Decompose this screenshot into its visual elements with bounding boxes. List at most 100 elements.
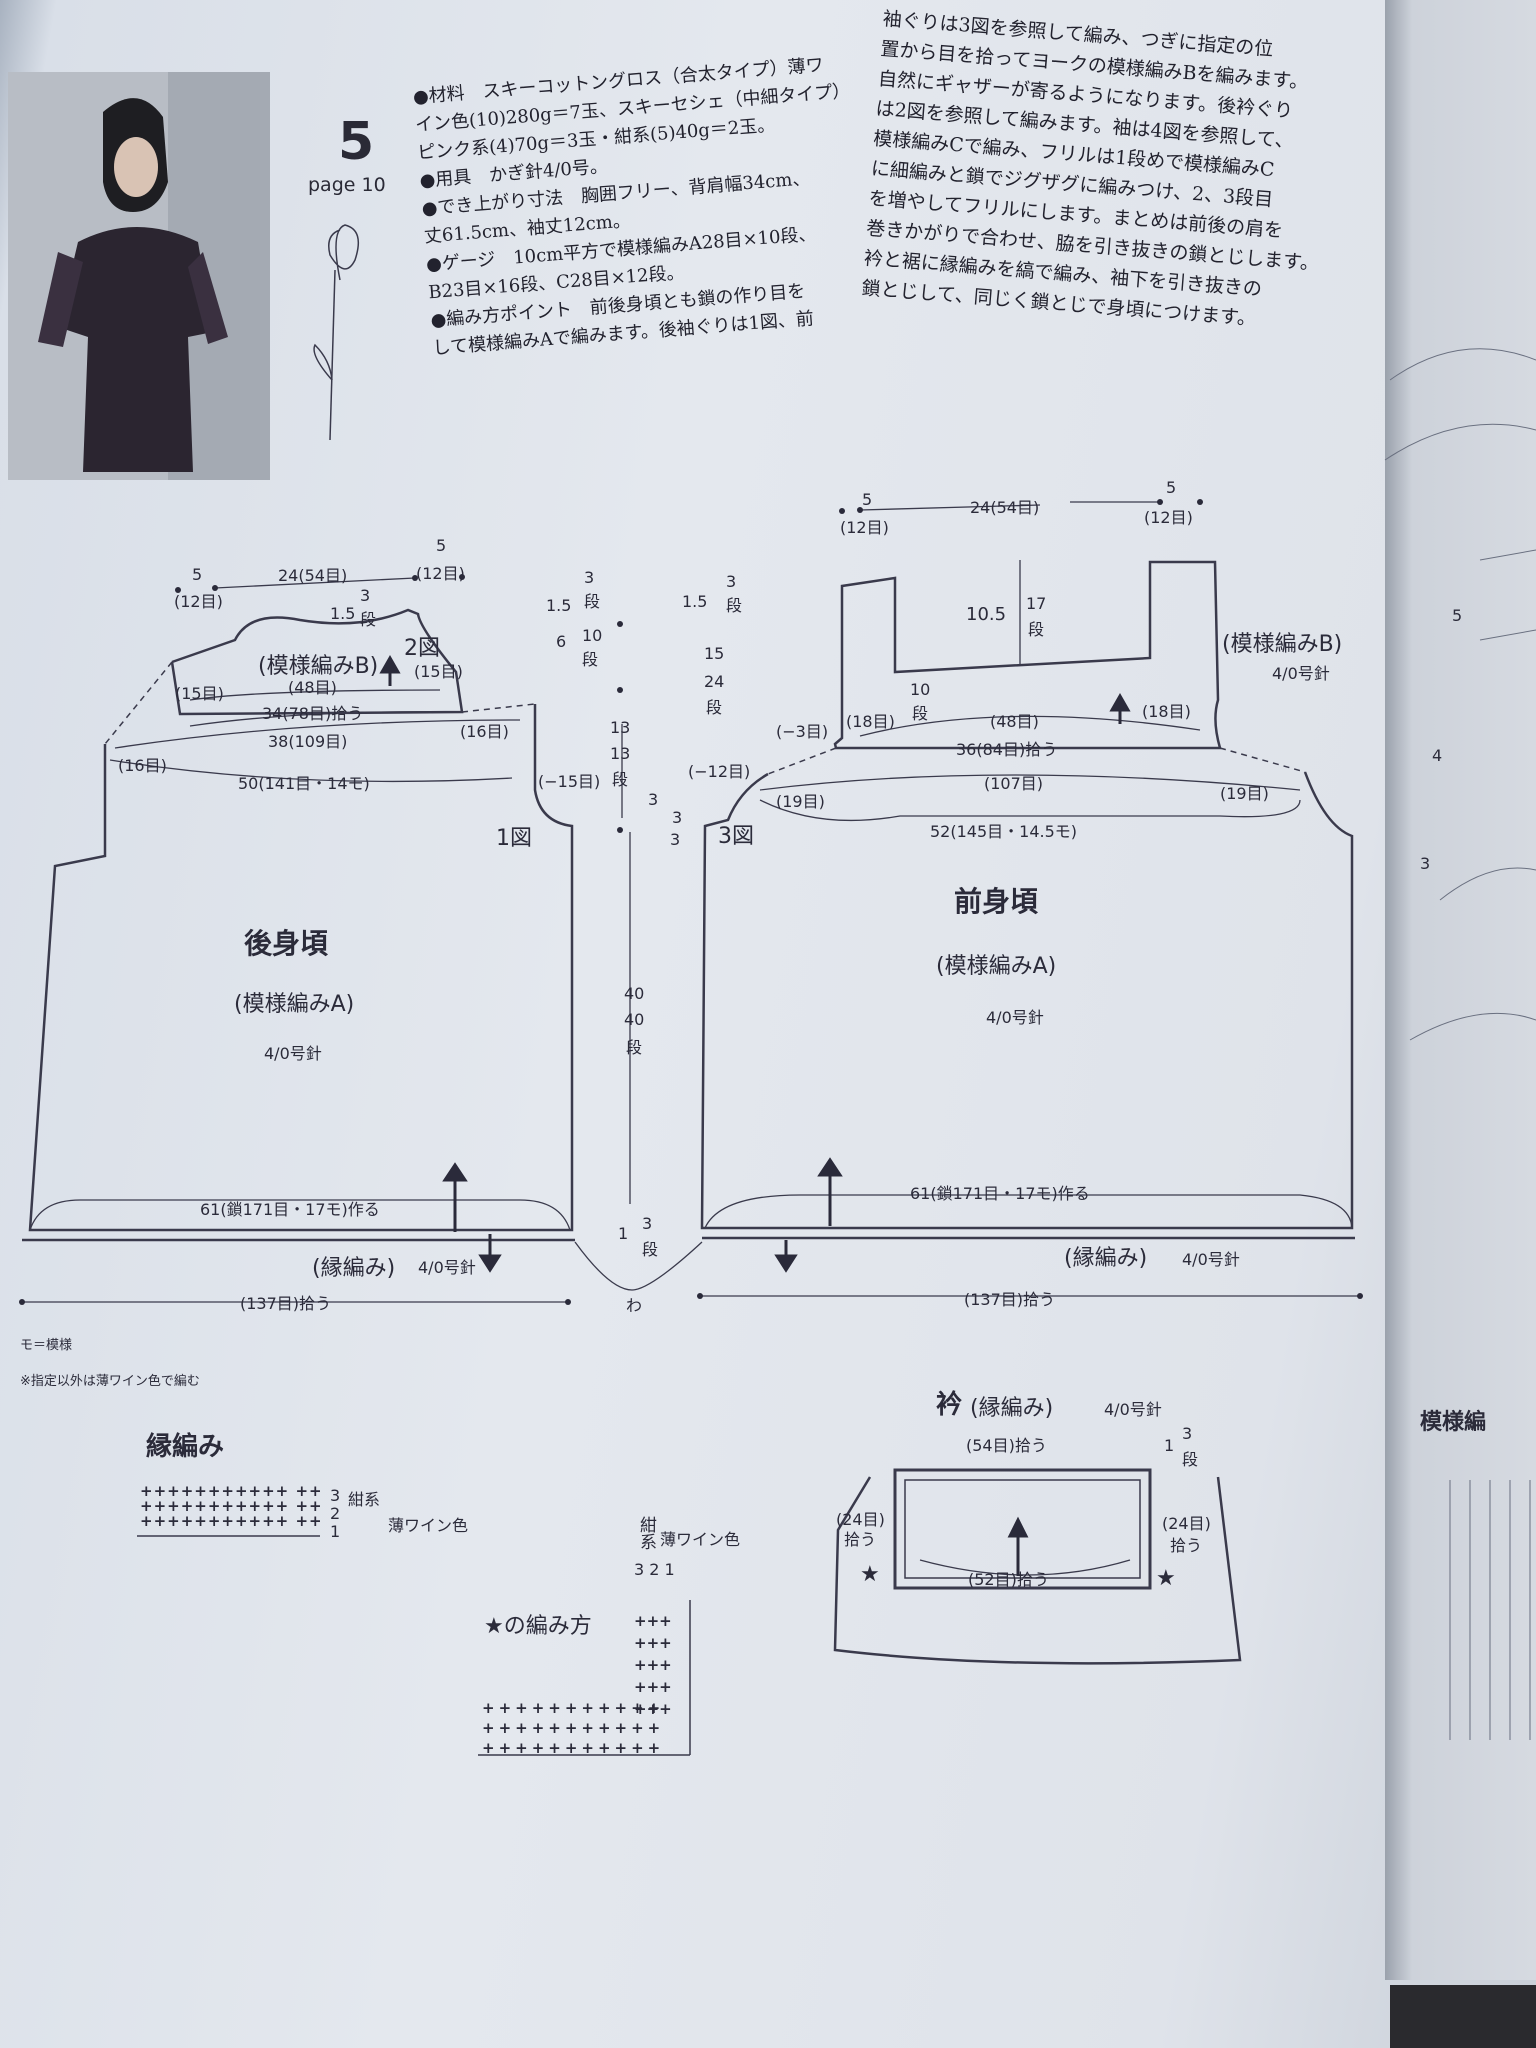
star-wine: 薄ワイン色 — [660, 1530, 741, 1549]
page-shadow — [1390, 1985, 1536, 2048]
back-fig1: 1図 — [496, 826, 532, 851]
back-minus15: (−15目) — [538, 772, 601, 791]
edge-row3: 3 — [330, 1486, 341, 1505]
front-yoke-needle: 4/0号針 — [1272, 664, 1330, 683]
star-row-symbols: +++++++++++++++++++++++++++++++++ — [482, 1699, 665, 1757]
center-wa: わ — [626, 1296, 643, 1315]
front-19l: (19目) — [776, 792, 825, 811]
back-137: (137目)拾う — [240, 1294, 332, 1313]
collar-right2: 拾う — [1170, 1536, 1203, 1555]
front-dan: 段 — [1028, 620, 1045, 639]
center-b3: 3 — [726, 572, 737, 591]
center-b3c: 3 — [670, 830, 681, 849]
front-dan: 段 — [912, 704, 929, 723]
edge-row2: 2 — [330, 1504, 341, 1523]
right-page-label: 模様編 — [1420, 1410, 1487, 1435]
center-3b: 3 — [648, 790, 659, 809]
front-yoke-pattern: (模様編みB) — [1222, 632, 1343, 657]
front-52: 52(145目・14.5モ) — [930, 822, 1078, 841]
collar-r3: 3 — [1182, 1424, 1193, 1443]
center-dan: 段 — [612, 770, 629, 789]
back-border-needle: 4/0号針 — [418, 1258, 476, 1277]
center-13b: 13 — [610, 744, 631, 763]
edge-wine: 薄ワイン色 — [388, 1516, 469, 1535]
star-navy: 紺系 — [636, 1516, 656, 1550]
edge-stitch-symbols: +++++++++++ ++ +++++++++++ ++ ++++++++++… — [140, 1482, 323, 1530]
center-40: 40 — [624, 984, 645, 1003]
star-title: ★の編み方 — [484, 1614, 592, 1639]
center-10: 10 — [582, 626, 603, 645]
collar-pattern: (縁編み) — [970, 1396, 1054, 1421]
front-title: 前身頃 — [954, 885, 1039, 918]
collar-r1: 1 — [1164, 1436, 1175, 1455]
center-13: 13 — [610, 718, 631, 737]
center-6: 6 — [556, 632, 567, 651]
collar-needle: 4/0号針 — [1104, 1400, 1162, 1419]
model-photo — [8, 72, 270, 480]
collar-left2: 拾う — [844, 1530, 877, 1549]
front-top-24: 24(54目) — [970, 498, 1040, 517]
center-dan: 段 — [642, 1240, 659, 1259]
back-fig2: 2図 — [404, 636, 440, 661]
back-top-12a: (12目) — [174, 592, 223, 611]
back-top-24: 24(54目) — [278, 566, 348, 585]
front-top-5a: 5 — [862, 490, 873, 509]
front-107: (107目) — [984, 774, 1044, 793]
right-page-3: 3 — [1420, 854, 1431, 873]
back-48: (48目) — [288, 678, 337, 697]
back-50: 50(141目・14モ) — [238, 774, 370, 793]
collar-dan: 段 — [1182, 1450, 1199, 1469]
back-15l: (15目) — [175, 684, 224, 703]
back-top-5a: 5 — [192, 565, 203, 584]
center-b24: 24 — [704, 672, 725, 691]
back-border: (縁編み) — [312, 1256, 396, 1281]
page-reference: page 10 — [308, 174, 386, 196]
front-137: (137目)拾う — [964, 1290, 1056, 1309]
right-page-4: 4 — [1432, 746, 1443, 765]
star-nums: 3 2 1 — [634, 1560, 675, 1579]
front-minus3: (−3目) — [776, 722, 829, 741]
collar-left: (24目) — [836, 1510, 885, 1529]
front-fig3: 3図 — [718, 824, 754, 849]
center-1-5: 1.5 — [546, 596, 572, 615]
center-3: 3 — [584, 568, 595, 587]
front-top-12a: (12目) — [840, 518, 889, 537]
front-border-needle: 4/0号針 — [1182, 1250, 1240, 1269]
note-mo: モ＝模様 — [20, 1338, 73, 1353]
front-48: (48目) — [990, 712, 1039, 731]
front-61: 61(鎖171目・17モ)作る — [910, 1184, 1090, 1203]
front-top-5b: 5 — [1166, 478, 1177, 497]
center-dan: 段 — [584, 592, 601, 611]
center-40b: 40 — [624, 1010, 645, 1029]
front-needle: 4/0号針 — [986, 1008, 1044, 1027]
edge-row1: 1 — [330, 1522, 341, 1541]
star-mark-right: ★ — [1156, 1566, 1176, 1591]
note-color: ※指定以外は薄ワイン色で編む — [20, 1374, 200, 1389]
center-minus12: (−12目) — [688, 762, 751, 781]
back-3: 3 — [360, 586, 371, 605]
star-mark-left: ★ — [860, 1562, 880, 1587]
center-1: 1 — [618, 1224, 629, 1243]
center-b15: 15 — [704, 644, 725, 663]
edge-title: 縁編み — [146, 1432, 225, 1462]
center-3c: 3 — [642, 1214, 653, 1233]
center-b1-5: 1.5 — [682, 592, 708, 611]
collar-bottom: (52目)拾う — [968, 1570, 1049, 1589]
front-17: 17 — [1026, 594, 1047, 613]
front-36: 36(84目)拾う — [956, 740, 1058, 759]
front-19r: (19目) — [1220, 784, 1269, 803]
front-10: 10 — [910, 680, 931, 699]
back-yoke-pattern: (模様編みB) — [258, 654, 379, 679]
front-18r: (18目) — [1142, 702, 1191, 721]
center-b3b: 3 — [672, 808, 683, 827]
back-61: 61(鎖171目・17モ)作る — [200, 1200, 380, 1219]
front-18l: (18目) — [846, 712, 895, 731]
back-pattern: (模様編みA) — [234, 992, 355, 1017]
edge-navy: 紺系 — [348, 1490, 381, 1509]
back-title: 後身頃 — [244, 927, 329, 960]
back-needle: 4/0号針 — [264, 1044, 322, 1063]
center-dan: 段 — [626, 1038, 643, 1057]
front-border: (縁編み) — [1064, 1246, 1148, 1271]
center-dan: 段 — [582, 650, 599, 669]
